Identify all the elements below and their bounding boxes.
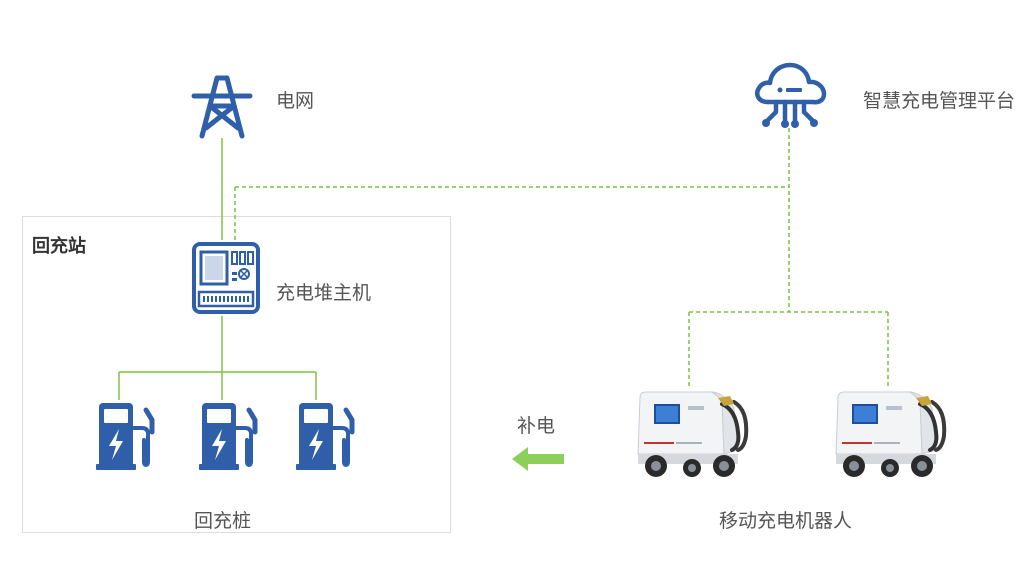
mobile-charging-robot-icon-1: [637, 391, 749, 477]
robots-label: 移动充电机器人: [719, 510, 853, 532]
charging-host-cabinet-icon: [192, 242, 260, 314]
ev-charging-pile-icon-3: [296, 403, 355, 470]
piles-label: 回充桩: [194, 510, 252, 532]
recharge-label: 补电: [517, 415, 556, 437]
left-arrow-icon: [512, 447, 564, 471]
station-boundary: [22, 216, 451, 533]
grid-label: 电网: [276, 90, 315, 112]
ev-charging-pile-icon-1: [96, 403, 155, 470]
station-title: 回充站: [32, 236, 86, 257]
host-label: 充电堆主机: [276, 282, 372, 304]
mobile-charging-robot-icon-2: [835, 391, 947, 477]
power-tower-icon: [191, 75, 253, 139]
platform-label: 智慧充电管理平台: [863, 90, 1016, 112]
cloud-network-icon: [755, 62, 827, 128]
ev-charging-pile-icon-2: [199, 403, 258, 470]
